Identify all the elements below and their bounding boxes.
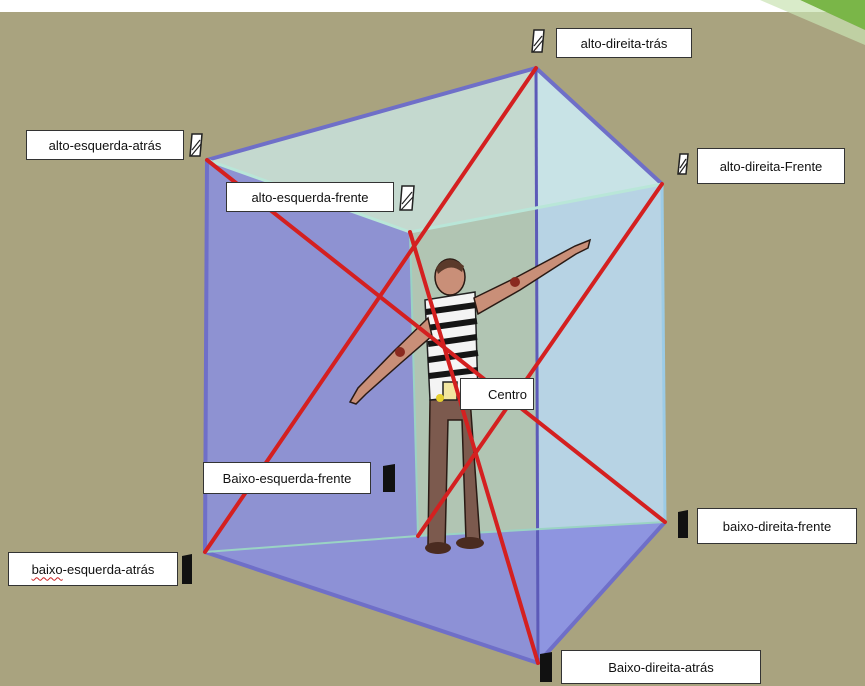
label-center: Centro xyxy=(460,378,534,410)
solid-marker-icon xyxy=(676,508,690,540)
hatched-marker-icon xyxy=(398,184,416,212)
label-bottom-right-front: baixo-direita-frente xyxy=(697,508,857,544)
hatched-marker-icon xyxy=(676,152,690,176)
label-bottom-left-back: baixo-esquerda-atrás xyxy=(8,552,178,586)
label-bottom-left-front: Baixo-esquerda-frente xyxy=(203,462,371,494)
solid-marker-icon xyxy=(538,650,554,684)
hatched-marker-icon xyxy=(188,132,204,158)
label-bottom-left-back-rest: -esquerda-atrás xyxy=(63,562,155,577)
solid-marker-icon xyxy=(381,462,397,494)
label-top-left-front: alto-esquerda-frente xyxy=(226,182,394,212)
solid-marker-icon xyxy=(180,552,194,586)
hatched-marker-icon xyxy=(530,28,546,54)
label-bottom-right-back: Baixo-direita-atrás xyxy=(561,650,761,684)
label-bottom-left-back-prefix: baixo xyxy=(32,562,63,577)
label-top-left-back: alto-esquerda-atrás xyxy=(26,130,184,160)
top-margin xyxy=(0,0,865,12)
label-top-right-back: alto-direita-trás xyxy=(556,28,692,58)
label-top-right-front: alto-direita-Frente xyxy=(697,148,845,184)
